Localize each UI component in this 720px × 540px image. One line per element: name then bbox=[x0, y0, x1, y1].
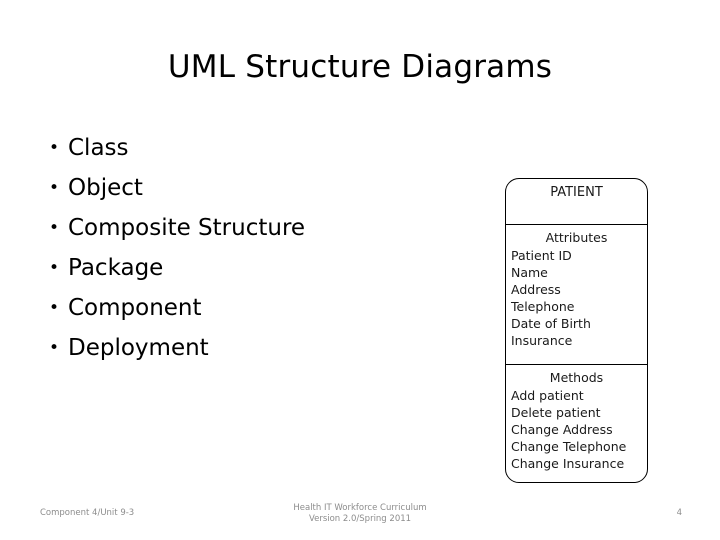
list-item: • Deployment bbox=[40, 328, 460, 368]
uml-attributes-title: Attributes bbox=[545, 230, 608, 245]
bullet-point-icon: • bbox=[48, 138, 60, 158]
bullet-list: • Class • Object • Composite Structure •… bbox=[40, 128, 460, 368]
list-item-label: Component bbox=[68, 295, 202, 321]
bullet-point-icon: • bbox=[48, 178, 60, 198]
page-number: 4 bbox=[676, 508, 682, 518]
list-item-label: Class bbox=[68, 135, 129, 161]
uml-attribute-item: Name bbox=[511, 265, 548, 280]
uml-class-box: PATIENT Attributes Patient ID Name Addre… bbox=[505, 178, 648, 483]
footer-version-line: Version 2.0/Spring 2011 bbox=[308, 514, 412, 524]
list-item-label: Package bbox=[68, 255, 164, 281]
uml-attribute-item: Patient ID bbox=[511, 248, 572, 263]
bullet-point-icon: • bbox=[48, 338, 60, 358]
list-item-label: Composite Structure bbox=[68, 215, 306, 241]
list-item: • Composite Structure bbox=[40, 208, 460, 248]
uml-attributes-compartment: Attributes Patient ID Name Address Telep… bbox=[506, 225, 647, 365]
bullet-point-icon: • bbox=[48, 218, 60, 238]
uml-class-name: PATIENT bbox=[550, 185, 603, 200]
list-item: • Component bbox=[40, 288, 460, 328]
uml-attribute-item: Address bbox=[511, 282, 561, 297]
list-item: • Object bbox=[40, 168, 460, 208]
footer-center-text: Health IT Workforce Curriculum Version 2… bbox=[0, 503, 720, 525]
uml-attribute-item: Date of Birth bbox=[511, 316, 591, 331]
uml-attribute-list: Patient ID Name Address Telephone Date o… bbox=[506, 247, 647, 349]
uml-class-name-compartment: PATIENT bbox=[506, 179, 647, 225]
uml-methods-compartment: Methods Add patient Delete patient Chang… bbox=[506, 365, 647, 482]
footer-left-text: Component 4/Unit 9-3 bbox=[40, 508, 135, 518]
uml-attribute-item: Telephone bbox=[511, 299, 575, 314]
uml-attribute-item: Insurance bbox=[511, 333, 573, 348]
footer-curriculum-line: Health IT Workforce Curriculum bbox=[293, 503, 427, 513]
uml-method-item: Delete patient bbox=[511, 405, 601, 420]
bullet-point-icon: • bbox=[48, 258, 60, 278]
bullet-point-icon: • bbox=[48, 298, 60, 318]
list-item-label: Deployment bbox=[68, 335, 209, 361]
page-title: UML Structure Diagrams bbox=[167, 49, 553, 85]
uml-method-list: Add patient Delete patient Change Addres… bbox=[506, 387, 647, 472]
uml-methods-title: Methods bbox=[549, 370, 604, 385]
list-item: • Class bbox=[40, 128, 460, 168]
uml-method-item: Change Telephone bbox=[511, 439, 627, 454]
uml-method-item: Add patient bbox=[511, 388, 584, 403]
list-item-label: Object bbox=[68, 175, 143, 201]
list-item: • Package bbox=[40, 248, 460, 288]
uml-method-item: Change Address bbox=[511, 422, 613, 437]
uml-method-item: Change Insurance bbox=[511, 456, 625, 471]
